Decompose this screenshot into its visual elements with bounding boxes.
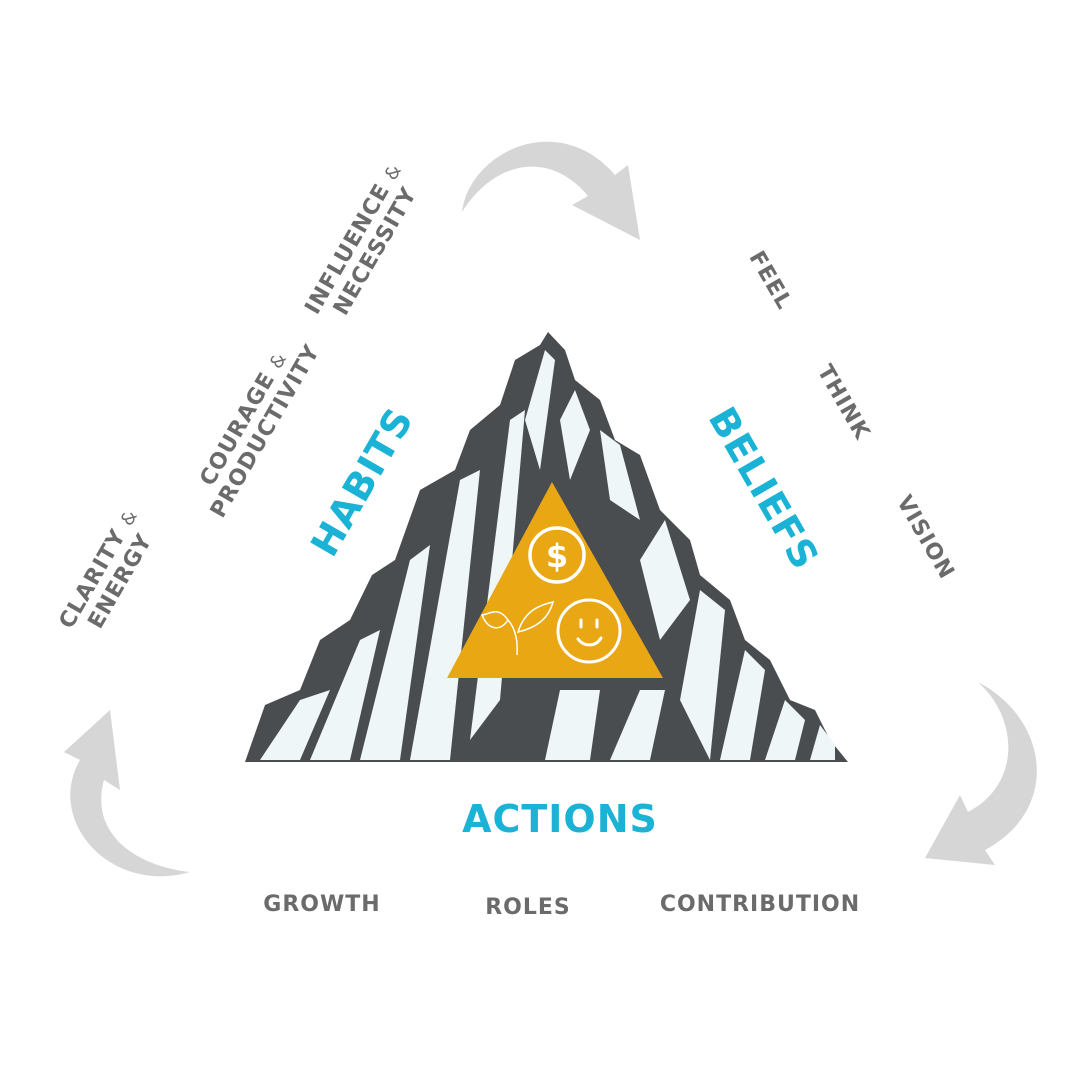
side-title-actions: ACTIONS — [462, 797, 658, 841]
dollar-coin-icon: $ — [528, 526, 586, 584]
cycle-arrow-left — [64, 710, 190, 877]
core-triangle: $ — [447, 482, 663, 678]
label-roles: ROLES — [485, 895, 571, 920]
ampersand: & — [116, 506, 143, 530]
label-contribution: CONTRIBUTION — [659, 892, 861, 917]
svg-text:$: $ — [546, 537, 568, 575]
label-growth: GROWTH — [263, 892, 381, 917]
smiley-icon — [556, 598, 622, 664]
ampersand: & — [380, 160, 407, 185]
cycle-arrow-right — [925, 682, 1037, 865]
cycle-arrow-top — [462, 141, 640, 240]
sprout-icon — [480, 600, 555, 656]
